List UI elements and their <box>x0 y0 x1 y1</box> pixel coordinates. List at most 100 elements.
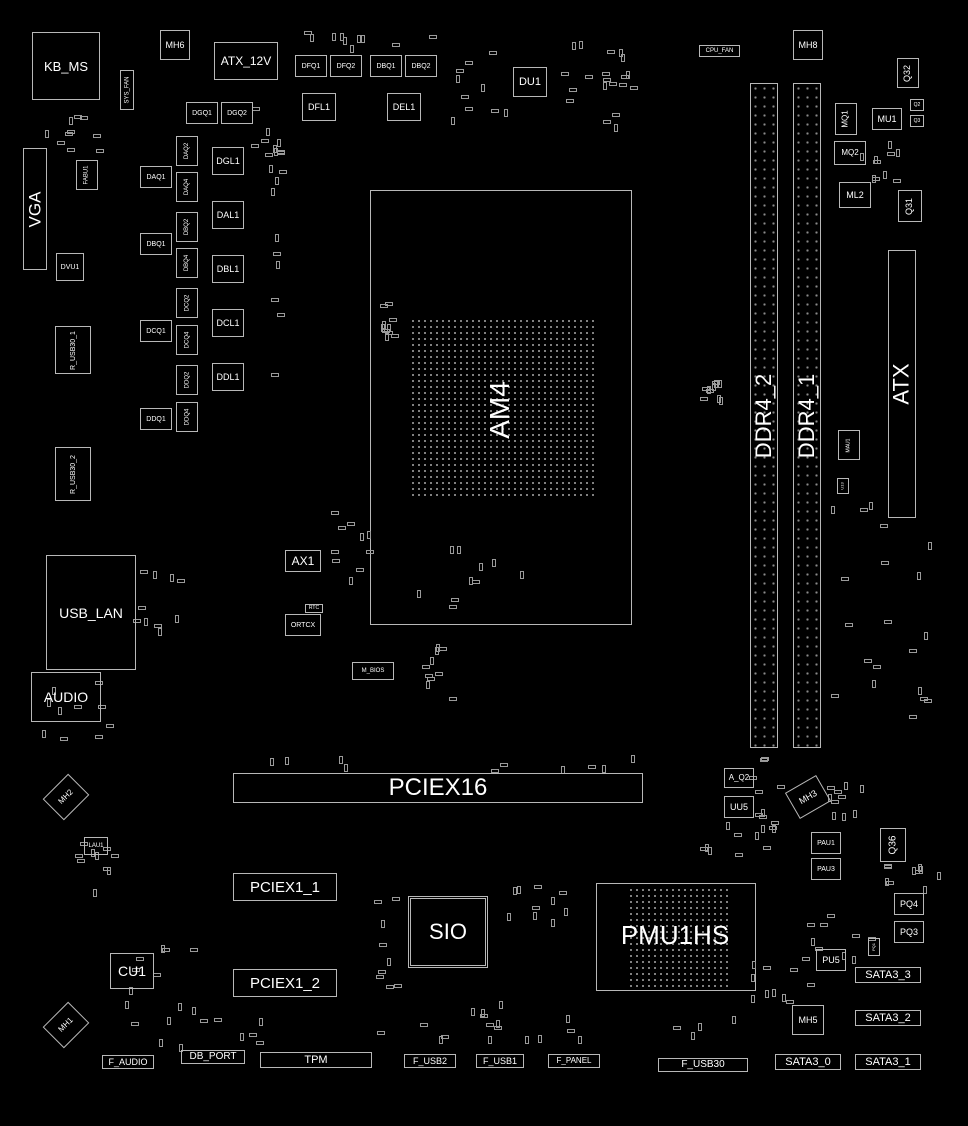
smd-pad <box>802 957 810 961</box>
smd-pad <box>271 373 279 377</box>
component-mq1: MQ1 <box>835 103 857 135</box>
component-label: CPU_FAN <box>705 48 734 54</box>
smd-pad <box>261 139 269 143</box>
smd-pad <box>726 822 730 830</box>
component-label: DDL1 <box>216 371 240 382</box>
smd-pad <box>918 687 922 695</box>
smd-pad <box>270 758 274 766</box>
smd-pad <box>214 1018 222 1022</box>
component-label: DBQ2 <box>184 218 190 236</box>
smd-pad <box>347 522 355 526</box>
smd-pad <box>864 659 872 663</box>
smd-pad <box>566 1015 570 1023</box>
smd-pad <box>918 864 922 872</box>
component-mu1: MU1 <box>872 108 902 130</box>
smd-pad <box>893 179 901 183</box>
cpu-bga-grid <box>410 318 594 498</box>
component-mh5: MH5 <box>792 1005 824 1035</box>
smd-pad <box>507 913 511 921</box>
smd-pad <box>129 987 133 995</box>
component-label: DVU1 <box>60 263 80 271</box>
component-label: MH8 <box>798 39 818 50</box>
component-label: VGA <box>25 191 45 227</box>
smd-pad <box>909 715 917 719</box>
component-pmu1hs: PMU1HS <box>610 915 740 955</box>
component-q32: Q32 <box>897 58 919 88</box>
smd-pad <box>153 973 161 977</box>
smd-pad <box>881 561 889 565</box>
component-label: PAU3 <box>817 865 835 873</box>
component-label: Q36 <box>887 835 898 855</box>
component-label: DFQ1 <box>301 62 321 70</box>
smd-pad <box>567 1029 575 1033</box>
smd-pad <box>379 943 387 947</box>
component-label: F_USB30 <box>681 1059 725 1070</box>
component-pau3: PAU3 <box>811 858 841 880</box>
component-q2: Q2 <box>910 99 924 111</box>
smd-pad <box>496 1020 500 1028</box>
component-dbq2: DBQ2 <box>176 212 198 242</box>
component-dgl1: DGL1 <box>212 147 244 175</box>
component-usb-lan: USB_LAN <box>46 555 136 670</box>
component-f-panel: F_PANEL <box>548 1054 600 1068</box>
smd-pad <box>928 542 932 550</box>
smd-pad <box>394 984 402 988</box>
component-mh8: MH8 <box>793 30 823 60</box>
component-label: DAQ4 <box>184 178 190 196</box>
smd-pad <box>80 116 88 120</box>
smd-pad <box>95 852 99 860</box>
smd-pad <box>386 985 394 989</box>
component-f-usb1: F_USB1 <box>476 1054 524 1068</box>
smd-pad <box>380 304 388 308</box>
smd-pad <box>259 1018 263 1026</box>
smd-pad <box>831 694 839 698</box>
component-label: DAQ2 <box>184 142 190 160</box>
smd-pad <box>107 867 111 875</box>
smd-pad <box>60 737 68 741</box>
smd-pad <box>471 1008 475 1016</box>
component-label: DGL1 <box>216 155 240 166</box>
component-label: F_AUDIO <box>108 1056 148 1067</box>
smd-pad <box>465 107 473 111</box>
smd-pad <box>569 88 577 92</box>
smd-pad <box>417 590 421 598</box>
component-label: MH2 <box>56 787 75 806</box>
smd-pad <box>427 677 435 681</box>
component-pau1: PAU1 <box>811 832 841 854</box>
component-pu5: PU5 <box>816 949 846 971</box>
smd-pad <box>387 958 391 966</box>
component-label: DDQ4 <box>183 408 190 426</box>
component-label: DGQ1 <box>192 109 212 117</box>
smd-pad <box>760 758 768 762</box>
smd-pad <box>95 735 103 739</box>
smd-pad <box>338 526 346 530</box>
component-dcq2: DCQ2 <box>176 288 198 318</box>
smd-pad <box>159 1039 163 1047</box>
smd-pad <box>451 598 459 602</box>
smd-pad <box>602 765 606 773</box>
cpu-socket-outline <box>370 190 632 625</box>
component-label: SYS_FAN <box>124 76 131 104</box>
smd-pad <box>912 867 916 875</box>
smd-pad <box>873 665 881 669</box>
component-label: PU5 <box>822 954 840 965</box>
smd-pad <box>461 95 469 99</box>
smd-pad <box>266 128 270 136</box>
smd-pad <box>621 54 625 62</box>
smd-pad <box>481 84 485 92</box>
smd-pad <box>439 1036 443 1044</box>
smd-pad <box>602 72 610 76</box>
smd-pad <box>132 968 140 972</box>
smd-pad <box>111 854 119 858</box>
smd-pad <box>860 153 864 161</box>
component-label: AX1 <box>291 554 315 568</box>
smd-pad <box>74 115 82 119</box>
component-label: F_USB2 <box>412 1055 447 1066</box>
component-fabu1: FABU1 <box>76 160 98 190</box>
smd-pad <box>58 707 62 715</box>
smd-pad <box>614 124 618 132</box>
smd-pad <box>772 989 776 997</box>
smd-pad <box>883 171 887 179</box>
smd-pad <box>106 724 114 728</box>
component-label: MAU1 <box>845 438 852 452</box>
